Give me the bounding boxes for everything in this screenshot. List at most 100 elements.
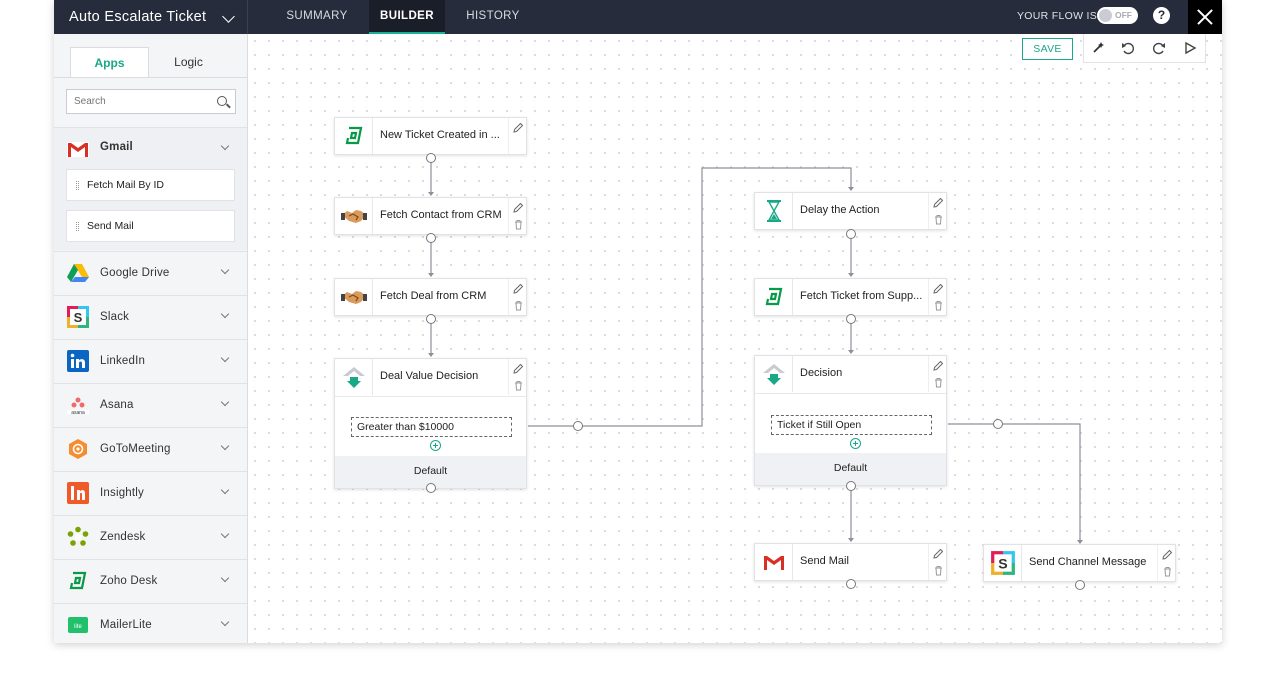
node-output-port[interactable] (846, 229, 856, 239)
svg-text:lite: lite (74, 624, 82, 630)
decision-default-branch[interactable]: Default (335, 456, 526, 488)
chevron-down-icon[interactable] (220, 617, 230, 627)
undo-icon[interactable] (1119, 39, 1137, 57)
sidebar-app-asana[interactable]: asana Asana (54, 383, 247, 427)
chevron-down-icon[interactable] (220, 265, 230, 275)
top-bar: Auto Escalate Ticket SUMMARY BUILDER HIS… (54, 0, 1222, 34)
tab-summary[interactable]: SUMMARY (286, 10, 348, 22)
chevron-down-icon[interactable] (220, 397, 230, 407)
node-title: Decision (800, 367, 843, 379)
edit-icon[interactable] (933, 283, 944, 294)
node-output-port[interactable] (426, 153, 436, 163)
edit-icon[interactable] (513, 363, 524, 374)
trash-icon[interactable] (513, 380, 524, 391)
close-icon[interactable] (1188, 0, 1222, 34)
play-icon[interactable] (1181, 39, 1199, 57)
add-condition-icon[interactable] (430, 440, 441, 451)
trash-icon[interactable] (1162, 566, 1173, 577)
flow-on-off-toggle[interactable]: OFF (1097, 7, 1138, 24)
toggle-knob (1099, 9, 1112, 22)
action-item-send-mail[interactable]: Send Mail (66, 210, 235, 242)
chevron-down-icon[interactable] (220, 485, 230, 495)
sidebar-app-slack[interactable]: S Slack (54, 295, 247, 339)
chevron-down-icon[interactable] (220, 353, 230, 363)
edit-icon[interactable] (933, 360, 944, 371)
sidebar-app-label: Gmail (100, 141, 133, 153)
condition-output-port[interactable] (573, 421, 583, 431)
svg-text:S: S (998, 555, 1007, 571)
sidebar-app-zoho-desk[interactable]: Zoho Desk (54, 559, 247, 603)
chevron-down-icon[interactable] (220, 441, 230, 451)
sidebar-app-insightly[interactable]: Insightly (54, 471, 247, 515)
tab-builder[interactable]: BUILDER (369, 0, 445, 34)
zendesk-icon (66, 525, 90, 549)
tab-history[interactable]: HISTORY (466, 10, 520, 22)
node-output-port[interactable] (846, 314, 856, 324)
trash-icon[interactable] (513, 300, 524, 311)
decision-icon (755, 356, 793, 392)
action-item-fetch-mail[interactable]: Fetch Mail By ID (66, 169, 235, 201)
node-output-port[interactable] (1075, 580, 1085, 590)
edit-icon[interactable] (1162, 549, 1173, 560)
drag-handle-icon[interactable] (76, 222, 79, 231)
node-output-port[interactable] (426, 233, 436, 243)
sidebar-app-mailerlite[interactable]: lite MailerLite (54, 603, 247, 643)
default-output-port[interactable] (846, 481, 856, 491)
trash-icon[interactable] (933, 300, 944, 311)
add-condition-icon[interactable] (850, 438, 861, 449)
search-input[interactable] (67, 90, 207, 113)
node-output-port[interactable] (426, 314, 436, 324)
decision-condition[interactable]: Greater than $10000 (351, 417, 512, 437)
node-actions (1157, 545, 1175, 581)
trash-icon[interactable] (513, 219, 524, 230)
edit-icon[interactable] (933, 197, 944, 208)
node-output-port[interactable] (846, 579, 856, 589)
node-actions (508, 359, 526, 395)
decision-default-branch[interactable]: Default (755, 453, 946, 485)
drag-handle-icon[interactable] (76, 181, 79, 190)
gotomeeting-icon (66, 437, 90, 461)
chevron-down-icon[interactable] (220, 141, 230, 151)
slack-icon: S (66, 305, 90, 329)
linkedin-icon (66, 349, 90, 373)
sidebar-app-label: Zendesk (100, 531, 146, 543)
redo-icon[interactable] (1150, 39, 1168, 57)
default-output-port[interactable] (426, 483, 436, 493)
sidebar-tab-apps[interactable]: Apps (70, 47, 149, 78)
flow-builder-window: Auto Escalate Ticket SUMMARY BUILDER HIS… (54, 0, 1222, 643)
edit-icon[interactable] (513, 202, 524, 213)
flow-node-deal-value-decision[interactable]: Deal Value Decision Greater than $10000 … (334, 358, 527, 489)
flow-canvas[interactable]: SAVE (248, 34, 1222, 643)
flow-node-delay[interactable]: Delay the Action (754, 192, 947, 230)
flow-node-send-mail[interactable]: Send Mail (754, 543, 947, 581)
sidebar-app-linkedin[interactable]: LinkedIn (54, 339, 247, 383)
flow-name-dropdown[interactable]: Auto Escalate Ticket (54, 0, 248, 34)
chevron-down-icon[interactable] (220, 309, 230, 319)
flow-node-trigger[interactable]: New Ticket Created in ... (334, 117, 527, 155)
sidebar-app-zendesk[interactable]: Zendesk (54, 515, 247, 559)
node-actions (928, 356, 946, 392)
edit-icon[interactable] (513, 283, 524, 294)
flow-node-fetch-ticket[interactable]: Fetch Ticket from Supp... (754, 278, 947, 316)
flow-node-fetch-deal[interactable]: Fetch Deal from CRM (334, 278, 527, 316)
condition-output-port[interactable] (993, 419, 1003, 429)
flow-node-fetch-contact[interactable]: Fetch Contact from CRM (334, 197, 527, 235)
help-icon[interactable]: ? (1153, 7, 1170, 24)
flow-name-label: Auto Escalate Ticket (69, 9, 207, 25)
trash-icon[interactable] (933, 565, 944, 576)
sidebar-app-gotomeeting[interactable]: GoToMeeting (54, 427, 247, 471)
sidebar-tab-logic[interactable]: Logic (174, 55, 203, 69)
magic-wand-icon[interactable] (1089, 39, 1107, 57)
trash-icon[interactable] (933, 214, 944, 225)
save-button[interactable]: SAVE (1022, 38, 1073, 60)
edit-icon[interactable] (513, 122, 524, 133)
trash-icon[interactable] (933, 377, 944, 388)
chevron-down-icon[interactable] (220, 573, 230, 583)
decision-condition[interactable]: Ticket if Still Open (771, 415, 932, 435)
edit-icon[interactable] (933, 548, 944, 559)
chevron-down-icon[interactable] (220, 529, 230, 539)
sidebar-app-google-drive[interactable]: Google Drive (54, 251, 247, 295)
flow-node-send-channel-message[interactable]: S Send Channel Message (983, 544, 1176, 582)
flow-node-decision[interactable]: Decision Ticket if Still Open Default (754, 355, 947, 486)
search-icon[interactable] (217, 96, 227, 106)
